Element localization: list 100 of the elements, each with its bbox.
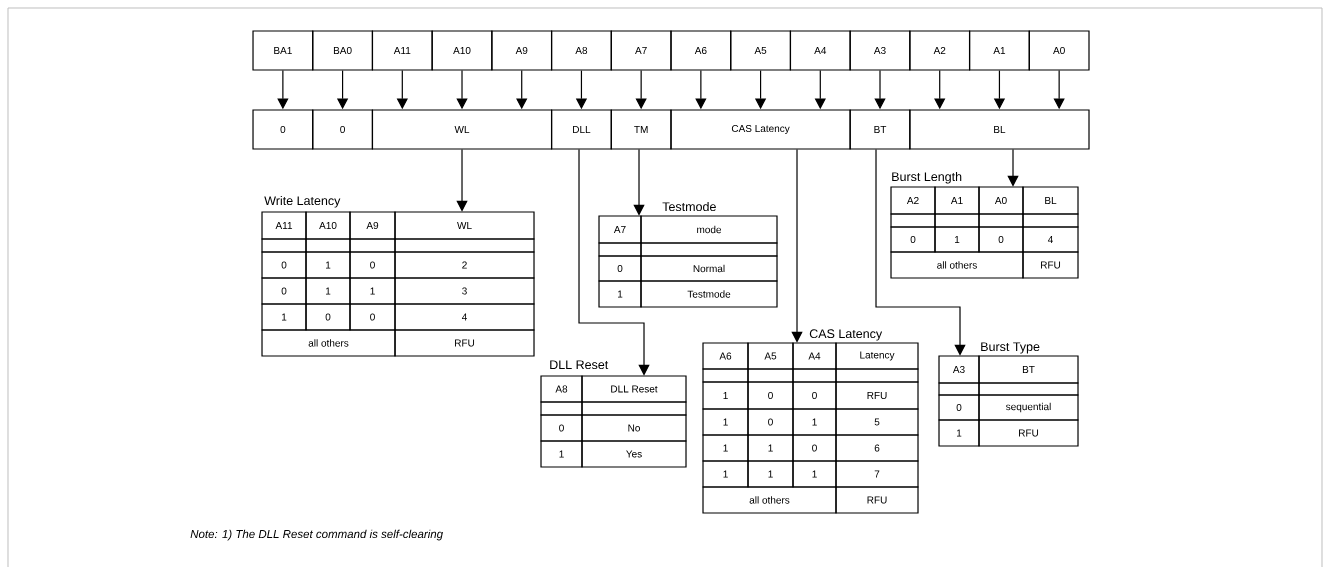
table-cell: 1 xyxy=(747,434,794,462)
bit-cell: A2 xyxy=(909,30,971,71)
table-cell: A2 xyxy=(890,186,936,215)
arrow xyxy=(456,149,468,212)
table-cell: 0 xyxy=(598,255,642,282)
table-cell: A4 xyxy=(792,342,837,370)
table-cell: 0 xyxy=(349,303,396,331)
arrow xyxy=(1007,149,1019,187)
table-cell: 7 xyxy=(835,460,919,488)
bit-cell: A0 xyxy=(1028,30,1090,71)
table-cell: A5 xyxy=(747,342,794,370)
table-cell: 0 xyxy=(747,408,794,436)
arrow xyxy=(578,149,650,376)
table-cell: A7 xyxy=(598,215,642,244)
table-cell: 4 xyxy=(394,303,535,331)
table-cell: 0 xyxy=(792,381,837,410)
table-cell: all others xyxy=(261,329,396,357)
bit-cell: BA0 xyxy=(312,30,374,71)
table-cell: 1 xyxy=(540,440,583,468)
table-cell: 1 xyxy=(261,303,307,331)
table-cell: A6 xyxy=(702,342,749,370)
table-cell: 1 xyxy=(702,408,749,436)
field-cell: TM xyxy=(610,109,672,150)
table-cell: 1 xyxy=(702,434,749,462)
table-cell: Latency xyxy=(835,342,919,370)
table-title: Testmode xyxy=(662,201,716,212)
table-cell: sequential xyxy=(978,394,1079,421)
table-cell: 1 xyxy=(349,277,396,305)
table-cell: A9 xyxy=(349,211,396,240)
table-cell: 0 xyxy=(349,251,396,279)
table-cell: No xyxy=(581,414,687,442)
bit-cell: A7 xyxy=(610,30,672,71)
bit-cell: A11 xyxy=(371,30,433,71)
table-cell: 0 xyxy=(261,277,307,305)
table-cell: 1 xyxy=(598,280,642,308)
table-cell: 4 xyxy=(1022,226,1079,253)
table-cell: all others xyxy=(702,486,837,514)
table-cell: 1 xyxy=(792,460,837,488)
table-cell: 3 xyxy=(394,277,535,305)
table-cell: A1 xyxy=(934,186,980,215)
note: Note: 1) The DLL Reset command is self-clearing xyxy=(190,529,443,541)
field-cell: 0 xyxy=(312,109,374,150)
field-cell: CAS Latency xyxy=(670,109,851,150)
table-cell: A3 xyxy=(938,355,980,384)
table-cell: A8 xyxy=(540,375,583,403)
table-title: DLL Reset xyxy=(550,360,609,370)
table-cell: A0 xyxy=(978,186,1024,215)
field-cell: BL xyxy=(909,109,1090,150)
field-cell: WL xyxy=(371,109,553,150)
table-cell: 1 xyxy=(792,408,837,436)
table-cell: 6 xyxy=(835,434,919,462)
field-cell: DLL xyxy=(551,109,612,150)
bit-cell: A8 xyxy=(551,30,612,71)
table-cell: Yes xyxy=(581,440,687,468)
table-cell: BT xyxy=(978,355,1079,384)
table-cell: 0 xyxy=(938,394,980,421)
bit-cell: BA1 xyxy=(252,30,314,71)
table-cell: DLL Reset xyxy=(581,375,687,403)
table-cell: 2 xyxy=(394,251,535,279)
arrow xyxy=(875,149,966,356)
bit-cell: A5 xyxy=(730,30,792,71)
bit-cell: A3 xyxy=(849,30,911,71)
table-cell: 1 xyxy=(747,460,794,488)
table-title: Burst Type xyxy=(981,342,1040,354)
table-title: Write Latency xyxy=(264,195,341,208)
table-cell: A10 xyxy=(305,211,351,240)
table-cell: RFU xyxy=(978,419,1079,447)
table-cell: RFU xyxy=(835,381,919,410)
table-cell: RFU xyxy=(394,329,535,357)
table-cell: Normal xyxy=(640,255,778,282)
table-cell: RFU xyxy=(1022,251,1079,279)
bit-cell: A4 xyxy=(789,30,851,71)
field-cell: BT xyxy=(849,109,911,150)
table-cell: 0 xyxy=(305,303,351,331)
table-cell: BL xyxy=(1022,186,1079,215)
table-cell: 0 xyxy=(261,251,307,279)
table-cell: 1 xyxy=(305,251,351,279)
table-cell: 1 xyxy=(702,381,749,410)
table-cell: 0 xyxy=(792,434,837,462)
table-cell: 0 xyxy=(978,226,1024,253)
table-title: CAS Latency xyxy=(809,329,883,341)
bit-cell: A9 xyxy=(491,30,553,71)
field-cell: 0 xyxy=(252,109,314,150)
table-cell: all others xyxy=(890,251,1024,279)
table-title: Burst Length xyxy=(892,171,962,184)
table-cell: 0 xyxy=(747,381,794,410)
bit-cell: A6 xyxy=(670,30,732,71)
table-cell: 1 xyxy=(305,277,351,305)
table-cell: 1 xyxy=(934,226,980,253)
arrow xyxy=(633,149,645,216)
table-cell: WL xyxy=(394,211,535,240)
arrow xyxy=(791,149,803,343)
table-cell: A11 xyxy=(261,211,307,240)
table-cell: RFU xyxy=(835,486,919,514)
table-cell: mode xyxy=(640,215,778,244)
table-cell: 0 xyxy=(890,226,936,253)
bit-cell: A10 xyxy=(431,30,493,71)
table-cell: 1 xyxy=(702,460,749,488)
bit-cell: A1 xyxy=(969,30,1030,71)
table-cell: 1 xyxy=(938,419,980,447)
